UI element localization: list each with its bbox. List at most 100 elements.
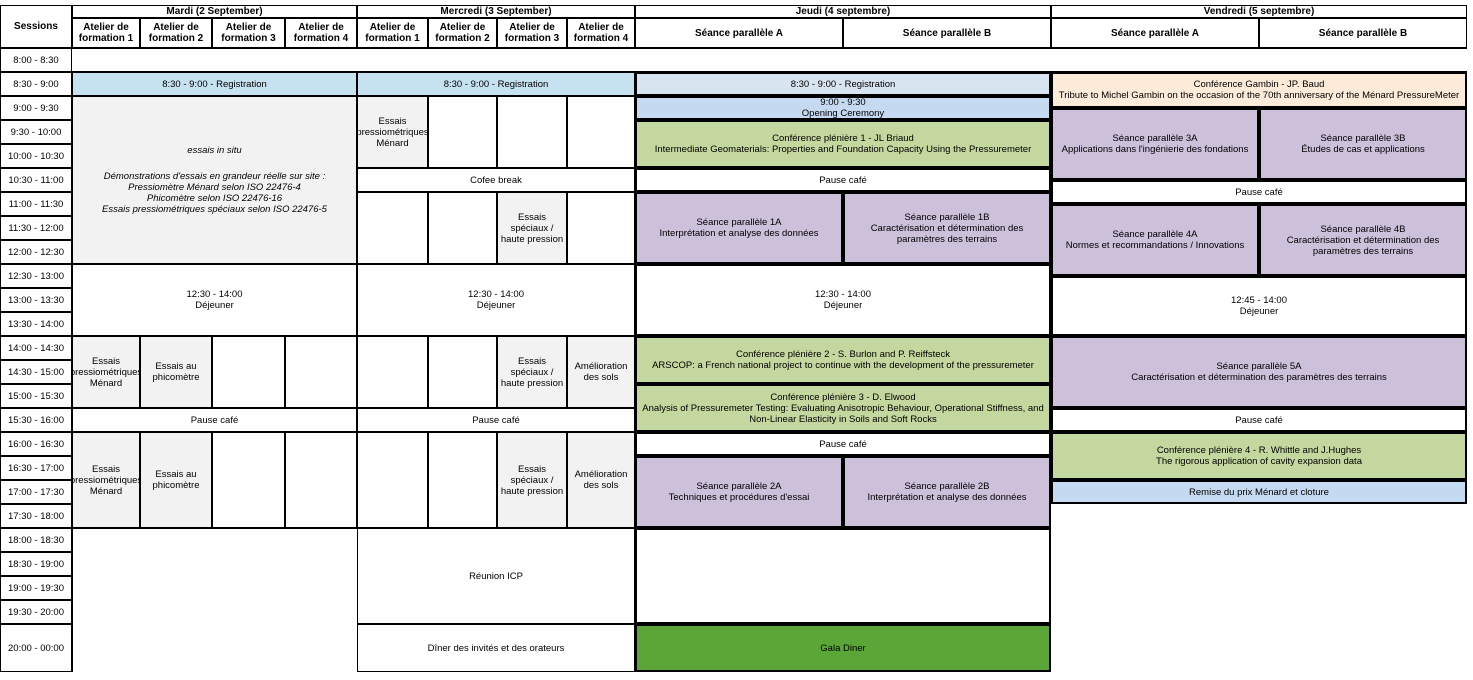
- wed-pm2-empty-2: [428, 432, 497, 528]
- thu-parallel-a-header: Séance parallèle A: [635, 18, 843, 48]
- fri-gambin-title: Conférence Gambin - JP. Baud: [1193, 79, 1325, 90]
- wed-late-am-empty-1: [357, 192, 428, 264]
- tue-atelier-2-header: Atelier de formation 2: [140, 18, 212, 48]
- wed-menard: Essais pressiométriques Ménard: [357, 96, 428, 168]
- thu-opening-ceremony: 9:00 - 9:30 Opening Ceremony: [635, 96, 1051, 120]
- wed-diner: Dîner des invités et des orateurs: [357, 624, 635, 672]
- wed-late-am-empty-2: [428, 192, 497, 264]
- thu-lunch-label: Déjeuner: [823, 300, 863, 311]
- time-slot: 19:00 - 19:30: [0, 576, 72, 600]
- wed-atelier-4-header: Atelier de formation 4: [567, 18, 635, 48]
- wed-pm1-empty-1: [357, 336, 428, 408]
- tue-insitu-line: Phicomètre selon ISO 22476-16: [146, 193, 283, 204]
- tue-pm1-empty-3: [212, 336, 285, 408]
- time-slot: 18:30 - 19:00: [0, 552, 72, 576]
- fri-parallel-4a-subtitle: Normes et recommandations / Innovations: [1065, 240, 1245, 251]
- thu-plenary-1-subtitle: Intermediate Geomaterials: Properties an…: [654, 144, 1032, 155]
- fri-remise-prix: Remise du prix Ménard et cloture: [1051, 480, 1467, 504]
- fri-parallel-3b-subtitle: Études de cas et applications: [1301, 144, 1425, 155]
- time-slot: 15:00 - 15:30: [0, 384, 72, 408]
- wed-atelier-3-header: Atelier de formation 3: [497, 18, 567, 48]
- fri-parallel-4b-title: Séance parallèle 4B: [1320, 223, 1406, 235]
- fri-parallel-5a-subtitle: Caractérisation et détermination des par…: [1131, 372, 1387, 383]
- thu-plenary-2-subtitle: ARSCOP: a French national project to con…: [652, 360, 1034, 371]
- time-slot: 12:30 - 13:00: [0, 264, 72, 288]
- sessions-header: Sessions: [0, 5, 72, 48]
- tue-pm2-phicometre: Essais au phicomètre: [140, 432, 212, 528]
- fri-parallel-4b: Séance parallèle 4B Caractérisation et d…: [1259, 204, 1467, 276]
- thu-parallel-1a-title: Séance parallèle 1A: [696, 217, 782, 228]
- tue-evening-empty: [72, 528, 357, 672]
- fri-pause-cafe-1: Pause café: [1051, 180, 1467, 204]
- time-slot: 16:00 - 16:30: [0, 432, 72, 456]
- fri-parallel-3a: Séance parallèle 3A Applications dans l'…: [1051, 108, 1259, 180]
- wed-reunion-icp: Réunion ICP: [357, 528, 635, 624]
- tue-insitu-title: essais in situ: [187, 145, 242, 156]
- wed-pm2-empty-1: [357, 432, 428, 528]
- wed-am-empty-2: [428, 96, 497, 168]
- tue-pm1-empty-4: [285, 336, 357, 408]
- thu-parallel-1b-title: Séance parallèle 1B: [904, 211, 990, 223]
- time-slot: 11:00 - 11:30: [0, 192, 72, 216]
- thu-plenary-2: Conférence plénière 2 - S. Burlon and P.…: [635, 336, 1051, 384]
- fri-pause-cafe-2: Pause café: [1051, 408, 1467, 432]
- thu-plenary-2-title: Conférence plénière 2 - S. Burlon and P.…: [735, 349, 951, 360]
- wed-speciaux-2: Essais spéciaux / haute pression: [497, 336, 567, 408]
- time-slot: 18:00 - 18:30: [0, 528, 72, 552]
- thu-parallel-1a-subtitle: Interprétation et analyse des données: [659, 228, 819, 239]
- time-slot: 15:30 - 16:00: [0, 408, 72, 432]
- time-slot: 10:30 - 11:00: [0, 168, 72, 192]
- fri-lunch: 12:45 - 14:00 Déjeuner: [1051, 276, 1467, 336]
- tue-registration: 8:30 - 9:00 - Registration: [72, 72, 357, 96]
- thu-parallel-2b-subtitle: Interprétation et analyse des données: [867, 492, 1027, 503]
- tue-insitu-line: Démonstrations d'essais en grandeur réel…: [103, 171, 326, 182]
- thu-parallel-2a-title: Séance parallèle 2A: [696, 481, 782, 492]
- fri-parallel-4a-title: Séance parallèle 4A: [1112, 229, 1198, 240]
- thu-parallel-1b-subtitle: Caractérisation et détermination des par…: [870, 222, 1024, 245]
- tue-lunch-label: Déjeuner: [195, 300, 234, 311]
- time-slot: 14:00 - 14:30: [0, 336, 72, 360]
- fri-parallel-4b-subtitle: Caractérisation et détermination des par…: [1286, 234, 1440, 257]
- tue-atelier-4-header: Atelier de formation 4: [285, 18, 357, 48]
- day-header-thursday: Jeudi (4 septembre): [635, 5, 1051, 18]
- thu-parallel-1b: Séance parallèle 1B Caractérisation et d…: [843, 192, 1051, 264]
- fri-parallel-b-header: Séance parallèle B: [1259, 18, 1467, 48]
- thu-plenary-1: Conférence plénière 1 - JL Briaud Interm…: [635, 120, 1051, 168]
- time-slot: 8:00 - 8:30: [0, 48, 72, 72]
- thu-lunch: 12:30 - 14:00 Déjeuner: [635, 264, 1051, 336]
- wed-am-empty-3: [497, 96, 567, 168]
- wed-lunch-label: Déjeuner: [476, 300, 516, 311]
- time-slot: 11:30 - 12:00: [0, 216, 72, 240]
- wed-pause-cafe: Pause café: [357, 408, 635, 432]
- tue-pm1-phicometre: Essais au phicomètre: [140, 336, 212, 408]
- day-header-wednesday: Mercredi (3 September): [357, 5, 635, 18]
- time-slot: 14:30 - 15:00: [0, 360, 72, 384]
- time-slot: 9:30 - 10:00: [0, 120, 72, 144]
- time-slot: 16:30 - 17:00: [0, 456, 72, 480]
- fri-lunch-label: Déjeuner: [1239, 306, 1279, 317]
- tue-pm1-menard: Essais pressiométriques Ménard: [72, 336, 140, 408]
- time-slot: 17:30 - 18:00: [0, 504, 72, 528]
- empty-row-8am: [72, 48, 1467, 72]
- tue-pause-cafe: Pause café: [72, 408, 357, 432]
- time-slot: 8:30 - 9:00: [0, 72, 72, 96]
- time-slot: 13:00 - 13:30: [0, 288, 72, 312]
- time-slot: 9:00 - 9:30: [0, 96, 72, 120]
- fri-parallel-3a-subtitle: Applications dans l'ingénierie des fonda…: [1061, 144, 1249, 155]
- thu-evening-empty: [635, 528, 1051, 624]
- fri-plenary-4-subtitle: The rigorous application of cavity expan…: [1156, 456, 1362, 467]
- tue-insitu-line: Pressiomètre Ménard selon ISO 22476-4: [128, 182, 301, 193]
- wed-speciaux-3: Essais spéciaux / haute pression: [497, 432, 567, 528]
- wed-pm1-empty-2: [428, 336, 497, 408]
- tue-atelier-3-header: Atelier de formation 3: [212, 18, 285, 48]
- fri-gambin-subtitle: Tribute to Michel Gambin on the occasion…: [1058, 90, 1460, 101]
- thu-gala-diner: Gala Diner: [635, 624, 1051, 672]
- tue-lunch-time: 12:30 - 14:00: [186, 289, 243, 300]
- tue-pm2-menard: Essais pressiométriques Ménard: [72, 432, 140, 528]
- fri-plenary-4-title: Conférence plénière 4 - R. Whittle and J…: [1156, 445, 1362, 456]
- tue-pm2-empty-4: [285, 432, 357, 528]
- wed-lunch: 12:30 - 14:00 Déjeuner: [357, 264, 635, 336]
- tue-atelier-1-header: Atelier de formation 1: [72, 18, 140, 48]
- wed-registration: 8:30 - 9:00 - Registration: [357, 72, 635, 96]
- wed-late-am-empty-4: [567, 192, 635, 264]
